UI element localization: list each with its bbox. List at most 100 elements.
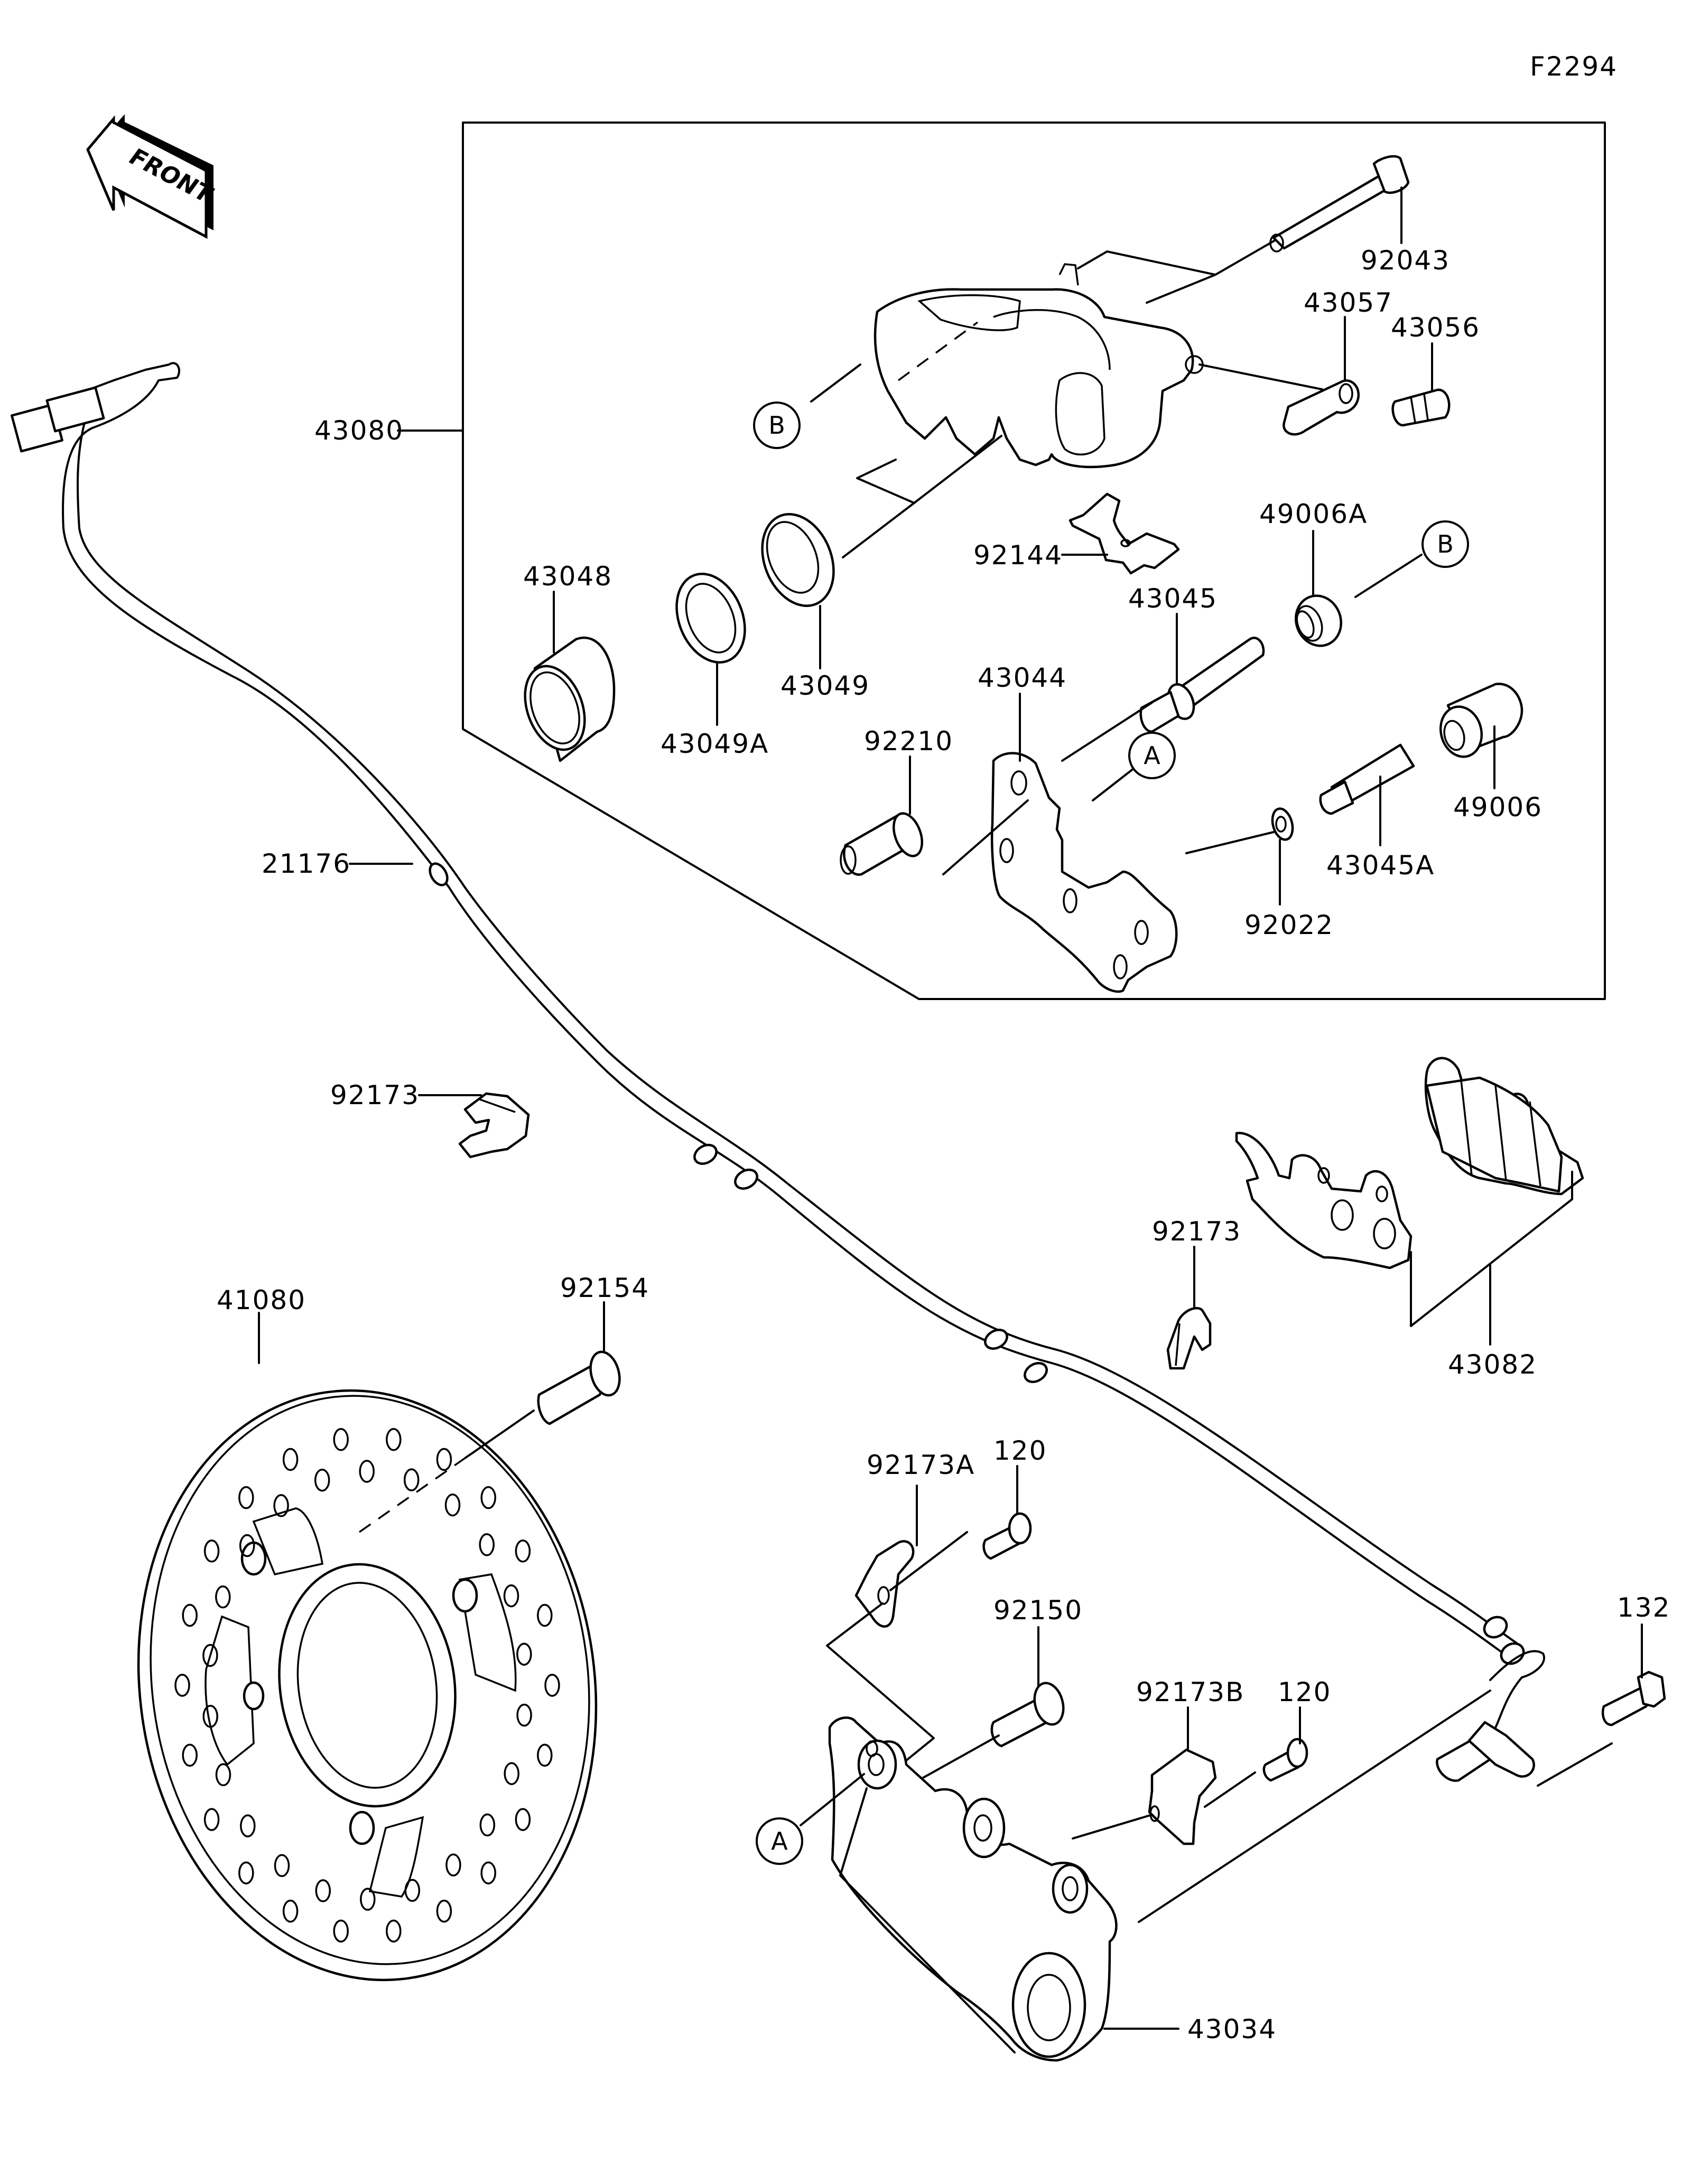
part-label-132[interactable]: 132 <box>1617 1592 1670 1623</box>
disc-vent-hole <box>240 1814 256 1837</box>
abs-sensor[interactable] <box>1436 1650 1545 1782</box>
disc-vent-hole <box>480 1861 496 1884</box>
part-43049A-dust-seal[interactable] <box>664 564 757 673</box>
part-92173B-clamp[interactable] <box>1148 1748 1217 1845</box>
front-arrow-icon: FRONT <box>86 114 218 239</box>
part-43044-caliper-bracket[interactable] <box>990 752 1178 993</box>
reference-marker-b-right: B <box>1354 520 1469 598</box>
disc-vent-hole <box>504 1762 519 1785</box>
part-label-43080[interactable]: 43080 <box>314 415 404 446</box>
part-label-43045[interactable]: 43045 <box>1128 583 1218 614</box>
disc-vent-hole <box>537 1743 553 1767</box>
part-label-43049[interactable]: 43049 <box>781 670 870 701</box>
part-label-43082[interactable]: 43082 <box>1448 1349 1537 1380</box>
leader-43034-to-92173B <box>1072 1814 1153 1840</box>
part-49006A-boot[interactable] <box>1289 590 1348 652</box>
disc-vent-hole <box>182 1743 198 1767</box>
part-43045-guide-pin[interactable] <box>1139 637 1265 733</box>
part-label-43056[interactable]: 43056 <box>1391 312 1480 343</box>
part-92154-disc-bolt[interactable] <box>537 1349 624 1425</box>
figure-code: F2294 <box>1530 51 1618 82</box>
part-92173A-clamp[interactable] <box>854 1540 915 1628</box>
part-92043-slide-pin[interactable] <box>1269 155 1410 253</box>
part-92210-bolt[interactable] <box>840 809 927 876</box>
leader-caliper-to-43049 <box>842 502 915 558</box>
part-43045A-pin[interactable] <box>1319 743 1415 815</box>
leader-bracket-43034-pivot <box>839 1787 1016 2054</box>
part-43034-bracket[interactable] <box>828 1716 1118 2062</box>
svg-text:B: B <box>768 411 785 440</box>
disc-vent-hole <box>282 1899 299 1923</box>
svg-text:B: B <box>1437 530 1454 558</box>
part-label-49006A[interactable]: 49006A <box>1259 499 1368 529</box>
part-label-92173A[interactable]: 92173A <box>867 1450 975 1480</box>
part-120-bolt-upper[interactable] <box>982 1512 1032 1560</box>
part-label-49006[interactable]: 49006 <box>1453 792 1543 823</box>
disc-vent-hole <box>274 1854 290 1878</box>
reference-marker-b-upper: B <box>753 363 861 449</box>
disc-vent-hole <box>314 1468 330 1492</box>
part-120-bolt-lower[interactable] <box>1262 1738 1308 1782</box>
part-label-43045A[interactable]: 43045A <box>1326 850 1435 881</box>
disc-vent-hole <box>315 1879 331 1902</box>
part-label-92210[interactable]: 92210 <box>864 726 953 757</box>
disc-vent-hole <box>202 1705 218 1728</box>
reference-marker-a-upper: A <box>1092 732 1176 801</box>
part-label-43057[interactable]: 43057 <box>1304 287 1393 318</box>
part-49006-bush[interactable] <box>1435 683 1523 761</box>
part-label-92173-upper[interactable]: 92173 <box>330 1080 420 1110</box>
part-43057-connector[interactable] <box>1283 379 1360 436</box>
part-92022-washer[interactable] <box>1269 806 1296 842</box>
disc-vent-hole <box>386 1919 402 1943</box>
part-92150-bolt[interactable] <box>990 1680 1068 1748</box>
part-43082-brake-pads[interactable] <box>1235 1057 1584 1270</box>
leader-bracket-to-43045 <box>1061 702 1153 762</box>
disc-vent-hole <box>203 1808 220 1831</box>
leader-bracket-caliper-pin <box>1077 250 1216 304</box>
part-label-43034[interactable]: 43034 <box>1187 2014 1277 2045</box>
caliper-body[interactable] <box>874 263 1204 469</box>
part-label-92022[interactable]: 92022 <box>1244 910 1334 940</box>
disc-vent-hole <box>239 1534 255 1557</box>
part-label-92154[interactable]: 92154 <box>560 1273 649 1303</box>
part-43049-piston-seal[interactable] <box>749 503 847 617</box>
disc-vent-hole <box>238 1486 254 1509</box>
leader-sensor-to-132 <box>1537 1742 1613 1787</box>
leader-92210-to-bracket <box>942 799 1029 875</box>
leader-bracket-caliper-piston <box>856 435 1002 504</box>
part-label-92144[interactable]: 92144 <box>973 540 1063 571</box>
leader-caliper-to-92043 <box>1214 234 1285 276</box>
disc-vent-hole <box>215 1763 231 1787</box>
leader-92173A-to-120 <box>889 1531 968 1591</box>
assembly-boundary <box>462 122 1606 1000</box>
part-label-92173B[interactable]: 92173B <box>1136 1677 1244 1707</box>
part-43056-bleeder[interactable] <box>1391 388 1451 427</box>
part-label-92150[interactable]: 92150 <box>993 1595 1083 1626</box>
reference-marker-a-lower: A <box>756 1773 865 1865</box>
leader-bracket-43082 <box>1410 1171 1573 1327</box>
part-label-43048[interactable]: 43048 <box>523 561 612 592</box>
part-label-120-lower[interactable]: 120 <box>1278 1677 1331 1707</box>
part-label-92173-lower[interactable]: 92173 <box>1152 1216 1241 1247</box>
part-label-43049A[interactable]: 43049A <box>661 729 769 759</box>
disc-vent-hole <box>503 1584 519 1608</box>
part-label-92043[interactable]: 92043 <box>1361 245 1450 276</box>
leader-disc-to-92154 <box>464 1410 535 1459</box>
part-label-43044[interactable]: 43044 <box>978 662 1067 693</box>
disc-vent-hole <box>182 1603 198 1627</box>
part-41080-brake-disc[interactable] <box>101 1361 634 2010</box>
part-92144-pad-spring[interactable] <box>1069 492 1180 575</box>
disc-vent-hole <box>282 1448 299 1471</box>
part-label-120-upper[interactable]: 120 <box>993 1435 1047 1466</box>
part-132-bolt[interactable] <box>1601 1670 1666 1726</box>
disc-vent-hole <box>436 1899 452 1923</box>
disc-vent-hole <box>516 1703 532 1727</box>
part-92173-clamp-lower[interactable] <box>1166 1306 1212 1370</box>
disc-vent-hole <box>404 1879 421 1902</box>
part-label-41080[interactable]: 41080 <box>217 1285 306 1315</box>
part-43048-piston[interactable] <box>514 636 616 762</box>
part-label-21176[interactable]: 21176 <box>262 848 351 879</box>
part-92173-clamp-upper[interactable] <box>458 1092 530 1159</box>
part-21176-abs-sensor-lead[interactable] <box>11 362 1527 1667</box>
leader-caliper-to-43057 <box>1198 363 1323 390</box>
